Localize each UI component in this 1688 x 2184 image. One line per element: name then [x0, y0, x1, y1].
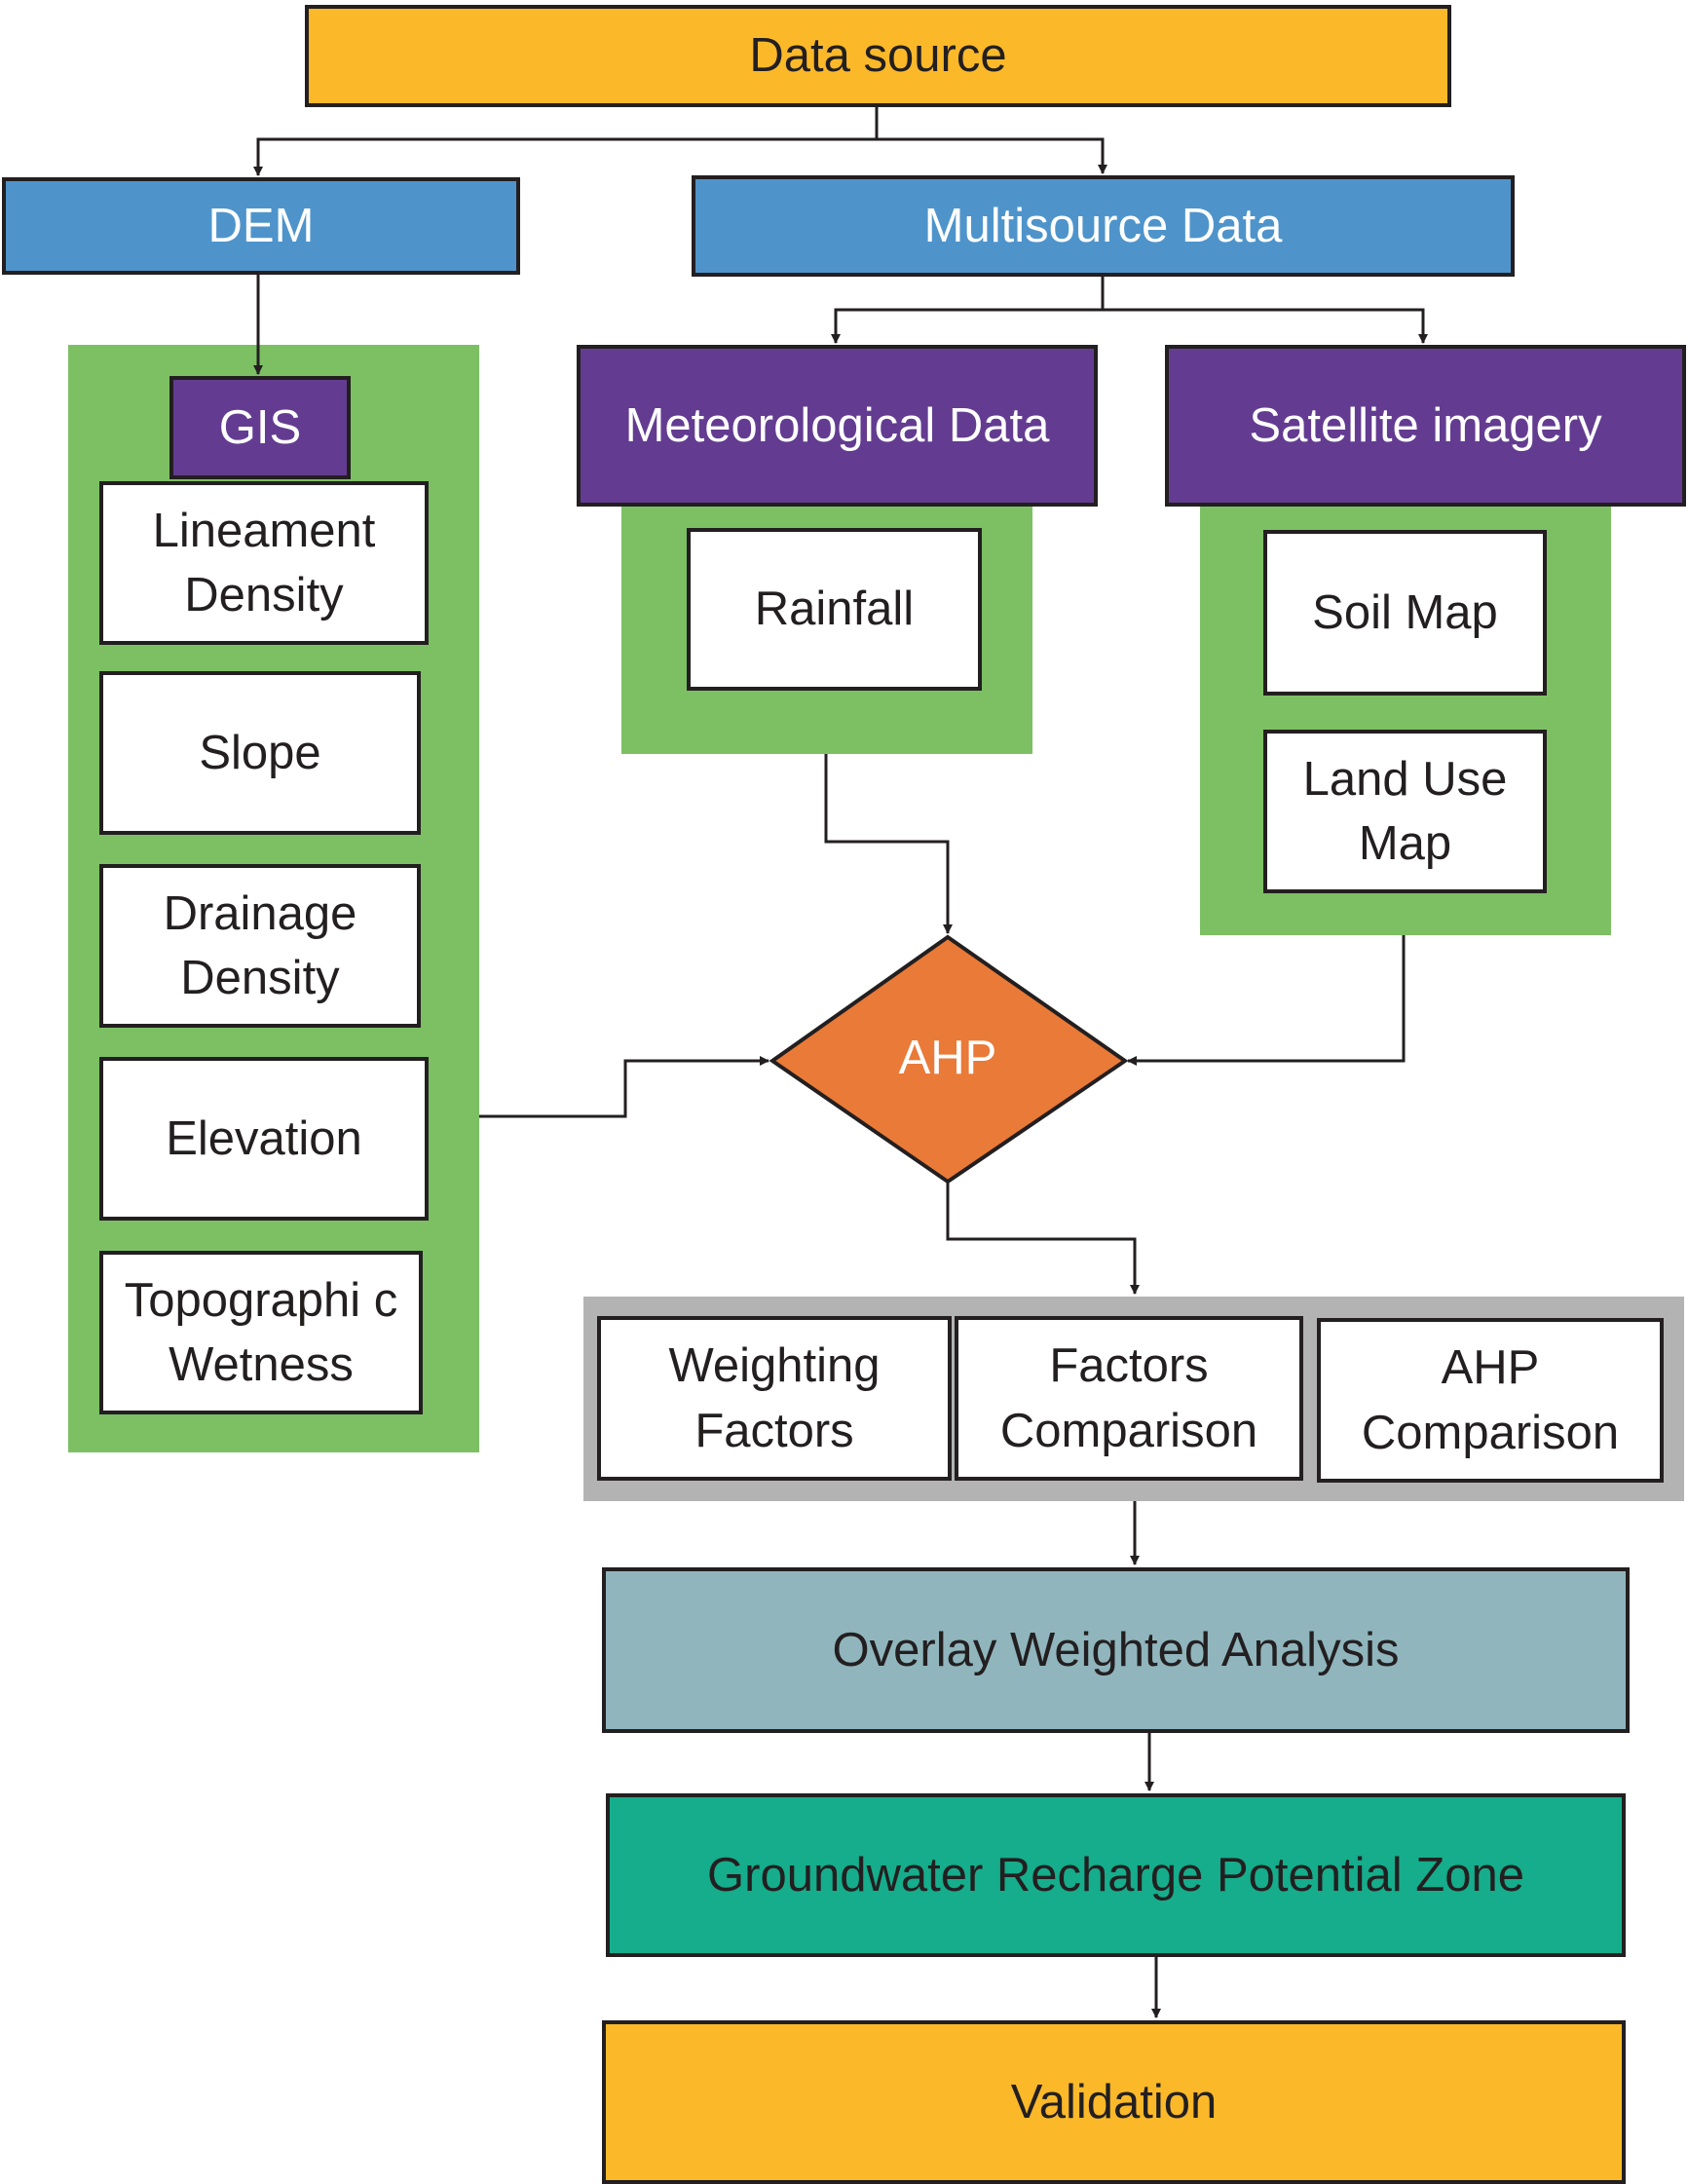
connector-gis-ahp	[479, 1056, 769, 1118]
connector-ahp-steps	[946, 1182, 1140, 1295]
gis-item-topographic-wetness: Topographi c Wetness	[99, 1251, 423, 1414]
ahp-step-ahp-comparison: AHP Comparison	[1317, 1318, 1664, 1483]
dem-box: DEM	[2, 177, 520, 275]
connector-multisource-meteorological	[831, 277, 1105, 344]
groundwater-recharge-box: Groundwater Recharge Potential Zone	[606, 1793, 1626, 1957]
overlay-weighted-analysis-box: Overlay Weighted Analysis	[602, 1567, 1630, 1733]
gis-item-lineament-density: Lineament Density	[99, 481, 429, 645]
multisource-data-box: Multisource Data	[692, 175, 1515, 277]
ahp-step-weighting-factors: Weighting Factors	[597, 1316, 952, 1481]
connector-satellite-ahp	[1127, 935, 1406, 1066]
data-source-box: Data source	[305, 5, 1451, 107]
connector-rainfall-ahp	[824, 754, 953, 934]
meteorological-header: Meteorological Data	[577, 345, 1098, 507]
connector-multisource-satellite	[1103, 308, 1428, 344]
satellite-item-land-use-map: Land Use Map	[1263, 730, 1547, 893]
satellite-item-soil-map: Soil Map	[1263, 530, 1547, 696]
ahp-diamond	[769, 934, 1129, 1185]
connector-datasource-multisource	[877, 137, 1107, 174]
gis-item-slope: Slope	[99, 671, 421, 835]
gis-item-elevation: Elevation	[99, 1057, 429, 1221]
satellite-header: Satellite imagery	[1165, 345, 1686, 507]
ahp-step-factors-comparison: Factors Comparison	[955, 1316, 1303, 1481]
gis-header: GIS	[169, 376, 351, 479]
connector-datasource-split	[253, 107, 879, 176]
validation-box: Validation	[602, 2020, 1626, 2184]
ahp-label: AHP	[898, 1032, 997, 1084]
gis-item-drainage-density: Drainage Density	[99, 864, 421, 1028]
meteorological-item-rainfall: Rainfall	[687, 528, 982, 691]
